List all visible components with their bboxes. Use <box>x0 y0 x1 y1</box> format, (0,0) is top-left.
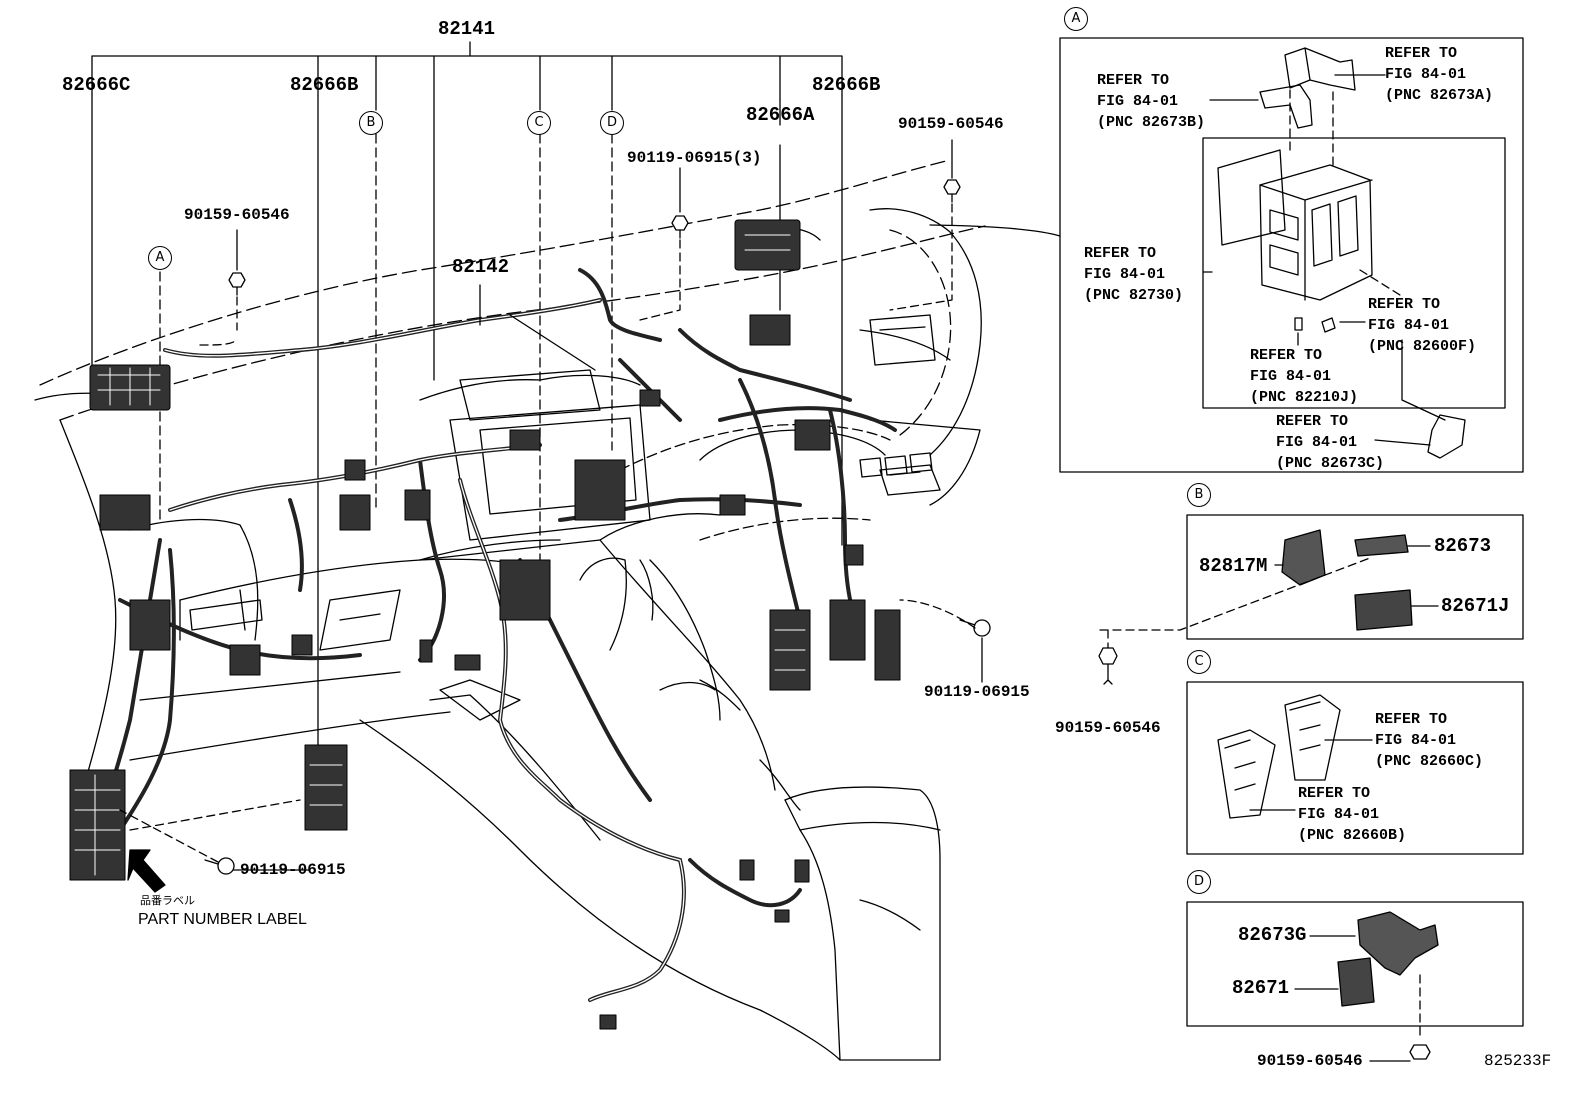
label-bolt-90119-center: 90119-06915(3) <box>627 149 762 167</box>
detail-panels <box>1059 37 1524 1027</box>
panel-b-82817m: 82817M <box>1199 555 1268 577</box>
callout-a-main: A <box>148 246 172 270</box>
figure-code: 825233F <box>1484 1052 1552 1070</box>
panel-a-ref-82210j: REFER TO FIG 84-01 (PNC 82210J) <box>1250 347 1359 406</box>
bolts-main <box>204 179 991 875</box>
label-bolt-90119-bottom: 90119-06915 <box>240 861 346 879</box>
panel-a-ref-82673c: REFER TO FIG 84-01 (PNC 82673C) <box>1276 413 1385 472</box>
part-number-label: PART NUMBER LABEL <box>138 911 307 928</box>
panel-c-parts <box>1217 694 1373 819</box>
panel-d-parts <box>1294 911 1439 1062</box>
bolt-leaders <box>119 139 983 871</box>
label-82666a: 82666A <box>746 104 815 126</box>
panel-b-82671j: 82671J <box>1441 595 1510 617</box>
panel-d-callout: D <box>1187 870 1211 894</box>
panel-a-ref-82673b: REFER TO FIG 84-01 (PNC 82673B) <box>1097 72 1206 131</box>
label-82142: 82142 <box>452 256 510 278</box>
panel-a-ref-82730: REFER TO FIG 84-01 (PNC 82730) <box>1084 245 1184 304</box>
label-bolt-90159-top-right: 90159-60546 <box>898 115 1004 133</box>
callout-d: D <box>600 111 624 135</box>
callout-b: B <box>359 111 383 135</box>
callout-c: C <box>527 111 551 135</box>
panel-c-ref-82660b: REFER TO FIG 84-01 (PNC 82660B) <box>1298 785 1407 844</box>
panel-b-82673: 82673 <box>1434 535 1492 557</box>
panel-a-ref-82673a: REFER TO FIG 84-01 (PNC 82673A) <box>1385 45 1494 104</box>
panel-a-parts <box>1202 47 1466 459</box>
panel-d-82671: 82671 <box>1232 977 1290 999</box>
panel-b-parts <box>1098 529 1439 685</box>
part-number-label-jp: 品番ラベル <box>140 894 195 907</box>
dash-vents <box>579 452 933 651</box>
panel-b-bolt: 90159-60546 <box>1055 719 1161 737</box>
label-bolt-90159-top-left: 90159-60546 <box>184 206 290 224</box>
panel-c-ref-82660c: REFER TO FIG 84-01 (PNC 82660C) <box>1375 711 1484 770</box>
leader-bracket-82141 <box>91 41 843 746</box>
panel-d-82673g: 82673G <box>1238 924 1307 946</box>
panel-b-callout: B <box>1187 483 1211 507</box>
label-bolt-90119-right: 90119-06915 <box>924 683 1030 701</box>
panel-d-bolt: 90159-60546 <box>1257 1052 1363 1070</box>
label-82666c: 82666C <box>62 74 131 96</box>
label-82666b-right: 82666B <box>812 74 881 96</box>
panel-a-ref-82600f: REFER TO FIG 84-01 (PNC 82600F) <box>1368 296 1477 355</box>
connector-details <box>74 234 806 876</box>
part-number-arrow <box>127 849 166 893</box>
label-82141: 82141 <box>438 18 496 40</box>
panel-a-callout: A <box>1064 7 1088 31</box>
label-82666b-left: 82666B <box>290 74 359 96</box>
connectors <box>69 219 901 1030</box>
panel-c-callout: C <box>1187 650 1211 674</box>
dashboard-outline <box>34 159 1061 1061</box>
